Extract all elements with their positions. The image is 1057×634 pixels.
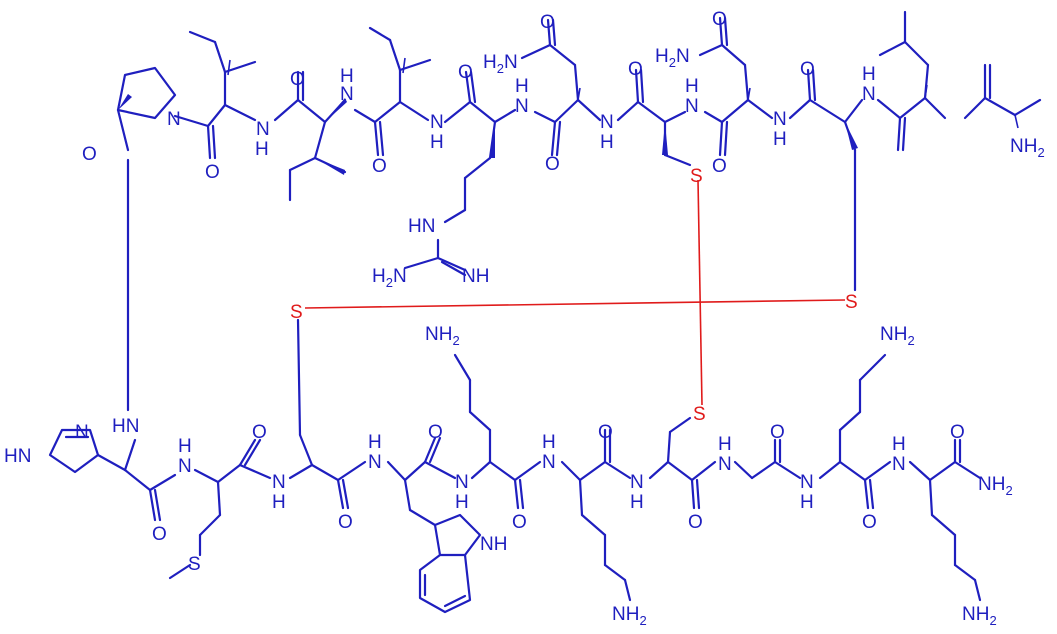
atom-n-4: N [515, 96, 529, 117]
atom-o-9: O [800, 59, 815, 80]
atom-n-b6: N [630, 472, 644, 493]
atom-o-4: O [372, 156, 387, 177]
atom-h-5: H [600, 132, 614, 153]
atom-nh2-asn1: H2N [483, 52, 518, 76]
atom-n-5: N [600, 112, 614, 133]
atom-n-b1: N [178, 456, 192, 477]
atom-nh-indole: NH [480, 534, 507, 555]
atom-n-3: N [430, 112, 444, 133]
atom-o-pro: O [82, 144, 97, 165]
atom-n-2: N [340, 84, 354, 105]
atom-h-7: H [773, 129, 787, 150]
atom-h-b9: H [892, 434, 906, 455]
atom-nh2-lys1: NH2 [425, 324, 460, 348]
atom-o-8: O [712, 156, 727, 177]
atom-h-3: H [430, 132, 444, 153]
atom-o-b3: O [338, 512, 353, 533]
atom-o-b2: O [252, 422, 267, 443]
atom-o-b6: O [598, 422, 613, 443]
atom-o-3: O [290, 69, 305, 90]
atom-nh-arg: NH [462, 266, 489, 287]
atom-s-left: S [290, 302, 303, 323]
atom-nh2-c-term: NH2 [978, 474, 1013, 498]
atom-nh2-asn2: H2N [655, 46, 690, 70]
atom-n-b3: N [368, 452, 382, 473]
atom-n-6: N [685, 96, 699, 117]
atom-h-b8: H [800, 492, 814, 513]
atom-o-asn1: O [540, 12, 555, 33]
atom-n-b5: N [542, 452, 556, 473]
atom-h-b7: H [718, 434, 732, 455]
atom-hn-imidazole: HN [4, 446, 31, 467]
atom-o-2: O [205, 162, 220, 183]
atom-o-b5: O [512, 512, 527, 533]
atom-n-b7: N [718, 454, 732, 475]
atom-n-1: N [256, 119, 270, 140]
atom-nh2-lys3: NH2 [880, 324, 915, 348]
atom-hn-his: HN [112, 416, 139, 437]
atom-o-b9: O [862, 512, 877, 533]
bottom-chain-bonds [48, 318, 982, 614]
atom-s-right: S [845, 292, 858, 313]
atom-h-b5: H [542, 432, 556, 453]
atom-h-6: H [685, 76, 699, 97]
atom-h-2: H [340, 66, 354, 87]
atom-o-5: O [458, 62, 473, 83]
atom-h-8: H [862, 64, 876, 85]
atom-o-asn2: O [712, 9, 727, 30]
atom-hn-arg: HN [408, 216, 435, 237]
atom-labels: O N N H O O N H O N H O N H H2N O O N H … [4, 9, 1045, 628]
atom-h-b1: H [178, 436, 192, 457]
stereo-marks [118, 57, 1019, 175]
atom-h-4: H [515, 76, 529, 97]
atom-o-b1: O [152, 524, 167, 545]
atom-s-mid: S [693, 404, 706, 425]
atom-nh2-arg: H2N [372, 266, 407, 290]
atom-s-met: S [188, 554, 201, 575]
atom-h-b4: H [455, 492, 469, 513]
atom-n-b4: N [455, 472, 469, 493]
atom-nh2-lys4: NH2 [962, 604, 997, 628]
atom-h-1: H [255, 139, 269, 160]
atom-o-b8: O [770, 422, 785, 443]
atom-h-b2: H [272, 492, 286, 513]
top-chain-bonds [116, 10, 1042, 292]
atom-nh2-n-term: NH2 [1010, 136, 1045, 160]
atom-h-b6: H [630, 492, 644, 513]
atom-o-6: O [545, 154, 560, 175]
atom-n-b9: N [892, 454, 906, 475]
disulfide-bonds [304, 179, 846, 406]
atom-o-b10: O [950, 422, 965, 443]
atom-o-b7: O [688, 512, 703, 533]
atom-o-7: O [628, 59, 643, 80]
atom-n-7: N [773, 109, 787, 130]
atom-nh2-lys2: NH2 [612, 604, 647, 628]
atom-n-pro: N [167, 109, 181, 130]
atom-s-top: S [690, 166, 703, 187]
atom-n-his: N [75, 422, 89, 443]
atom-n-b8: N [800, 472, 814, 493]
atom-h-b3: H [368, 432, 382, 453]
atom-o-b4: O [428, 422, 443, 443]
atom-n-8: N [862, 84, 876, 105]
atom-n-b2: N [272, 472, 286, 493]
